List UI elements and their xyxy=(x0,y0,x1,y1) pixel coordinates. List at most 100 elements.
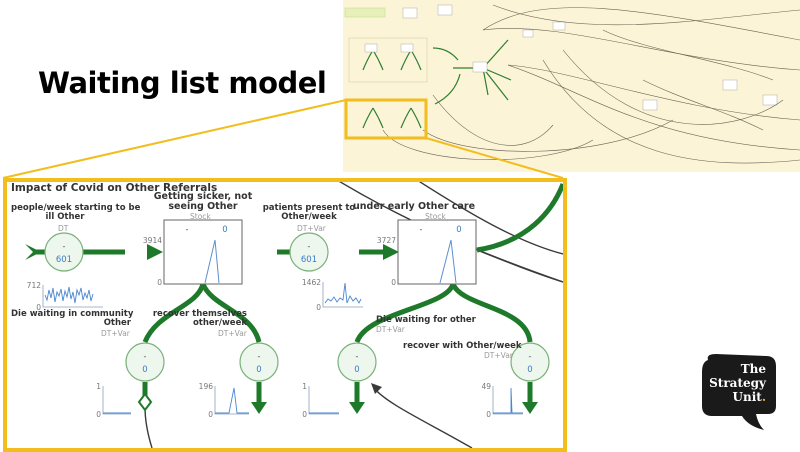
node-value: 601 xyxy=(301,255,317,265)
node-value: 0 xyxy=(354,365,359,375)
flow-pipe xyxy=(142,283,206,344)
flow-arrowhead xyxy=(349,402,365,414)
logo-line: Strategy xyxy=(709,376,766,390)
flow-pipe xyxy=(354,282,456,344)
axis-max-label: 1 xyxy=(302,382,307,391)
axis-max-label: 1462 xyxy=(302,278,321,287)
node-circle-recover-with[interactable] xyxy=(510,342,550,382)
label-line: patients present to xyxy=(262,203,356,213)
axis-min-label: 0 xyxy=(36,303,41,312)
label-line: Other xyxy=(103,318,131,328)
label-line: Getting sicker, not xyxy=(153,191,253,202)
node-circle-die-community[interactable] xyxy=(125,342,165,382)
flow-pipe xyxy=(200,282,262,343)
speech-bubble-icon xyxy=(702,354,776,430)
link-curve xyxy=(373,387,473,448)
overview-diagram xyxy=(344,4,800,164)
axis-max-label: 712 xyxy=(27,281,42,290)
logo-word: Unit xyxy=(732,390,762,404)
node-circle-recover-themselves[interactable] xyxy=(239,342,279,382)
flow-arrowhead xyxy=(251,402,267,414)
node-dash: - xyxy=(356,352,359,361)
node-type: Stock xyxy=(190,212,211,221)
overview-group-1 xyxy=(348,37,428,83)
node-label-getting-sicker: Getting sicker, not seeing Other xyxy=(151,192,255,212)
node-value: 0 xyxy=(142,365,147,375)
mini-chart-line xyxy=(324,282,362,304)
overview-links xyxy=(382,4,800,164)
stock-box-early-care[interactable] xyxy=(397,219,477,285)
node-type: DT+Var xyxy=(218,329,247,338)
mini-chart-axis xyxy=(308,386,339,415)
flow-diagram: - 601 - 601 - 0 - 0 - 0 - 0 - 0 - 0 3914… xyxy=(25,182,563,448)
node-circle-start-ill[interactable] xyxy=(44,232,84,272)
overview-note xyxy=(344,7,386,18)
node-type: DT+Var xyxy=(376,325,405,334)
node-dash: - xyxy=(308,242,311,251)
axis-min-label: 0 xyxy=(391,278,396,287)
node-type: Stock xyxy=(425,212,446,221)
axis-min-label: 0 xyxy=(157,278,162,287)
label-line: Die waiting in community xyxy=(11,309,134,319)
node-type: DT+Var xyxy=(101,329,130,338)
link-curve xyxy=(418,182,563,255)
mini-chart-axis xyxy=(492,386,523,415)
axis-min-label: 0 xyxy=(302,410,307,419)
node-type: DT+Var xyxy=(484,351,513,360)
link-curve xyxy=(476,249,563,283)
node-dash: - xyxy=(258,352,261,361)
mini-chart-axis xyxy=(102,386,131,415)
node-dash: - xyxy=(529,352,532,361)
label-line: ill Other xyxy=(45,212,85,222)
node-label-early-care: under early Other care xyxy=(353,201,476,212)
node-type: DT xyxy=(58,224,69,233)
zoom-panel: - 601 - 601 - 0 - 0 - 0 - 0 - 0 - 0 3914… xyxy=(3,178,567,452)
logo-dot: . xyxy=(761,390,766,404)
stock-sparkline xyxy=(204,239,220,284)
mini-chart-line xyxy=(493,387,523,414)
panel-title: Impact of Covid on Other Referrals xyxy=(11,182,218,194)
label-line: seeing Other xyxy=(168,201,238,212)
label-line: other/week xyxy=(192,318,247,328)
flow-sink-diamond-icon xyxy=(137,392,153,412)
mini-chart-axis xyxy=(214,386,249,415)
stock-box-getting-sicker[interactable] xyxy=(163,219,243,285)
node-dash: - xyxy=(63,242,66,251)
axis-max-label: 196 xyxy=(199,382,214,391)
flow-arrowhead xyxy=(383,244,399,260)
flow-source-icon xyxy=(25,244,41,260)
mini-chart-axis xyxy=(322,282,363,308)
overview-boxes xyxy=(364,4,778,111)
node-circle-present[interactable] xyxy=(289,232,329,272)
axis-min-label: 0 xyxy=(208,410,213,419)
node-value: 601 xyxy=(56,255,72,265)
axis-max-label: 3914 xyxy=(143,236,162,245)
axis-min-label: 0 xyxy=(486,410,491,419)
logo-line: Unit. xyxy=(709,390,766,404)
node-label-present: patients present to Other/week xyxy=(261,204,357,222)
slide-title: Waiting list model xyxy=(38,66,327,100)
mini-chart-line xyxy=(44,286,94,304)
stock-dash: - xyxy=(420,225,423,234)
axis-max-label: 49 xyxy=(481,382,491,391)
axis-max-label: 3727 xyxy=(377,236,396,245)
link-curve xyxy=(144,406,153,448)
logo-text: The Strategy Unit. xyxy=(709,362,766,404)
flow-arrowhead xyxy=(522,402,538,414)
axis-max-label: 1 xyxy=(96,382,101,391)
node-type: DT+Var xyxy=(297,224,326,233)
stock-sparkline xyxy=(439,239,457,284)
axis-min-label: 0 xyxy=(96,410,101,419)
node-circle-die-other[interactable] xyxy=(337,342,377,382)
stock-dash: - xyxy=(186,225,189,234)
axis-min-label: 0 xyxy=(316,303,321,312)
node-dash: - xyxy=(144,352,147,361)
node-value: 0 xyxy=(527,365,532,375)
stock-value: 0 xyxy=(222,225,227,235)
model-overview xyxy=(343,0,800,172)
node-value: 0 xyxy=(256,365,261,375)
stock-value: 0 xyxy=(456,225,461,235)
node-label-die-community: Die waiting in community Other xyxy=(11,309,134,328)
label-line: people/week starting to be xyxy=(11,203,141,213)
callout-line-left xyxy=(2,99,347,179)
